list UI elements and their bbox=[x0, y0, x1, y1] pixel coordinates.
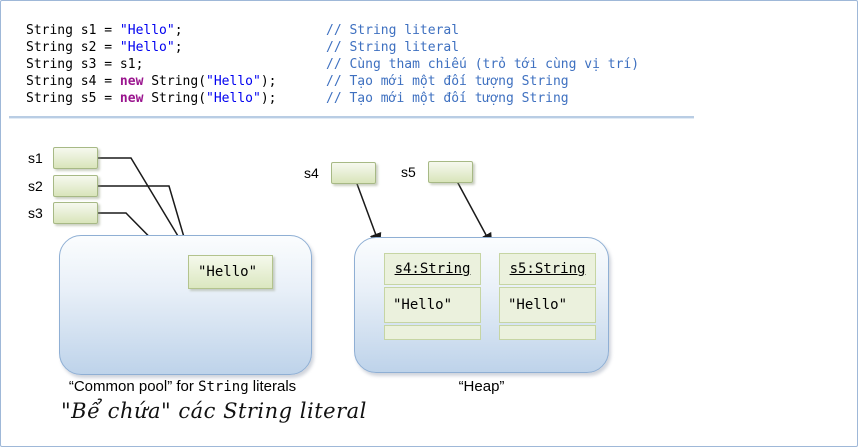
heap-object-s4-header: s4:String bbox=[384, 253, 481, 285]
common-pool-region bbox=[59, 235, 312, 375]
heap-object-s4-value: "Hello" bbox=[384, 287, 481, 323]
heap-object-s5-empty-slot bbox=[499, 325, 596, 340]
code-text: ); bbox=[260, 91, 277, 106]
code-line: String s1 = "Hello"; // String literal bbox=[26, 22, 459, 39]
pool-caption-pre: “Common pool” for bbox=[68, 378, 199, 395]
heap-object-s5: s5:String "Hello" bbox=[499, 253, 596, 340]
code-text: String s1 = bbox=[26, 23, 120, 38]
code-text: String s4 = bbox=[26, 74, 120, 89]
ref-box-s4 bbox=[331, 162, 376, 184]
code-line: String s4 = new String("Hello"); // Tạo m… bbox=[26, 73, 569, 90]
code-string-literal: "Hello" bbox=[206, 74, 261, 89]
code-comment: // Cùng tham chiếu (trỏ tới cùng vị trí) bbox=[326, 57, 640, 72]
heap-object-s4: s4:String "Hello" bbox=[384, 253, 481, 340]
code-text: String s3 = s1; bbox=[26, 57, 144, 72]
ref-box-s5 bbox=[428, 161, 473, 183]
code-text: String( bbox=[143, 91, 207, 106]
code-comment: // Tạo mới một đối tượng String bbox=[326, 74, 569, 89]
code-text: ; bbox=[174, 23, 183, 38]
code-text: ; bbox=[174, 40, 183, 55]
code-line: String s2 = "Hello"; // String literal bbox=[26, 39, 459, 56]
ref-label-s4: s4 bbox=[304, 165, 319, 181]
code-string-literal: "Hello" bbox=[119, 23, 175, 38]
code-text: ); bbox=[260, 74, 277, 89]
pool-string-literal-box: "Hello" bbox=[188, 255, 273, 289]
code-text: String s2 = bbox=[26, 40, 120, 55]
heap-caption: “Heap” bbox=[458, 378, 505, 395]
arrow-s5-to-heap-object bbox=[451, 171, 493, 247]
pool-caption-code: String bbox=[198, 379, 249, 395]
ref-box-s1 bbox=[53, 147, 98, 169]
ref-label-s1: s1 bbox=[28, 150, 43, 166]
code-comment: // String literal bbox=[326, 40, 460, 55]
ref-label-s3: s3 bbox=[28, 205, 43, 221]
pool-caption-post: literals bbox=[248, 378, 297, 395]
code-comment: // Tạo mới một đối tượng String bbox=[326, 91, 569, 106]
code-string-literal: "Hello" bbox=[206, 91, 261, 106]
code-keyword: new bbox=[119, 91, 144, 106]
code-text: String( bbox=[143, 74, 207, 89]
heap-object-s5-header: s5:String bbox=[499, 253, 596, 285]
code-string-literal: "Hello" bbox=[119, 40, 175, 55]
pool-caption: “Common pool” for String literals bbox=[51, 378, 314, 395]
ref-box-s2 bbox=[53, 175, 98, 197]
heap-object-s4-empty-slot bbox=[384, 325, 481, 340]
ref-label-s2: s2 bbox=[28, 178, 43, 194]
code-text: String s5 = bbox=[26, 91, 120, 106]
code-keyword: new bbox=[119, 74, 144, 89]
ref-label-s5: s5 bbox=[401, 164, 416, 180]
separator-line bbox=[9, 116, 694, 119]
code-line: String s3 = s1; // Cùng tham chiếu (trỏ t… bbox=[26, 56, 639, 73]
footnote-vietnamese: "Bể chứa" các String literal bbox=[61, 399, 367, 423]
heap-object-s5-value: "Hello" bbox=[499, 287, 596, 323]
code-comment: // String literal bbox=[326, 23, 460, 38]
ref-box-s3 bbox=[53, 202, 98, 224]
code-line: String s5 = new String("Hello"); // Tạo m… bbox=[26, 90, 569, 107]
